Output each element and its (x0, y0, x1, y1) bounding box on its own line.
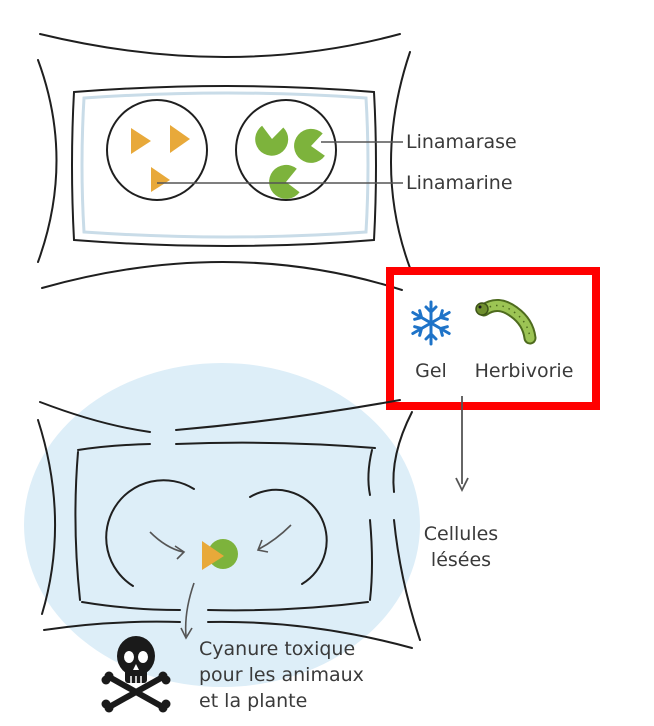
toxic-label-line3: et la plante (199, 690, 307, 712)
toxic-label-line2: pour les animaux (199, 664, 364, 686)
linamarine-label: Linamarine (406, 172, 513, 194)
damaged-cell-wall-top-right (175, 399, 401, 431)
damaged-cell-membrane-right-lower (369, 519, 373, 601)
damaged-cell-membrane-top-left (77, 443, 151, 451)
skull-crossbones-icon (101, 636, 171, 713)
frost-label: Gel (415, 360, 447, 382)
leader-lines (157, 141, 403, 184)
ruptured-compartment-left (105, 479, 195, 587)
intact-cell-wall-left (37, 59, 58, 263)
damaged-cell-membrane-bottom-right (207, 601, 369, 612)
damaged-cell (37, 399, 421, 649)
linamarase-enzyme (255, 125, 289, 156)
damaged-cell-wall-bottom-left (43, 620, 181, 631)
damaged-cell-wall-right-lower (393, 519, 421, 641)
caterpillar-icon (475, 299, 537, 345)
intact-cell-membrane (71, 85, 377, 247)
linamarase-compartment (235, 99, 337, 201)
damaged-cell-membrane-bottom-left (81, 601, 181, 611)
ruptured-compartment-right (249, 488, 328, 585)
toxic-label-line1: Cyanure toxique (199, 638, 355, 660)
damaged-cells-label-line2: lésées (431, 549, 491, 571)
damaged-cell-membrane-right-upper (367, 449, 373, 496)
linamarase-enzyme (294, 128, 325, 163)
cyanide-arrow (180, 582, 195, 640)
intact-cell-wall-right (390, 51, 411, 269)
mixing-arrow-right (258, 524, 292, 550)
enzyme-substrate-complex (202, 539, 238, 570)
intact-cell-wall-top (39, 33, 401, 58)
herbivory-label: Herbivorie (475, 360, 574, 382)
damaged-cells-label-line1: Cellules (424, 523, 498, 545)
damaged-cell-wall-right-upper (392, 411, 413, 493)
linamarase-enzymes (255, 125, 325, 199)
intact-cell-wall-bottom (41, 261, 403, 291)
intact-cell (37, 33, 411, 291)
linamarine-molecule (170, 125, 190, 153)
linamarine-molecules (131, 125, 190, 192)
trigger-arrow (455, 396, 469, 493)
mixing-arrow-left (149, 531, 184, 553)
linamarine-molecule (151, 167, 170, 192)
triggers-highlight-box (386, 267, 600, 410)
damaged-cell-wall-left (37, 419, 57, 615)
damaged-cell-membrane-top-right (175, 441, 376, 449)
linamarine-molecule (202, 541, 224, 570)
mixing-arrows (149, 524, 292, 560)
linamarine-compartment (106, 99, 208, 201)
damaged-cell-wall-top-left (39, 401, 151, 433)
linamarine-molecule (131, 128, 151, 154)
snowflake-icon (411, 300, 451, 346)
linamarase-label: Linamarase (406, 131, 517, 153)
damaged-cell-membrane-left (74, 451, 81, 601)
linamarase-enzyme (269, 164, 300, 199)
vacuole-outline (80, 91, 370, 239)
damaged-cell-wall-bottom-right (207, 620, 413, 649)
linamarase-enzyme (208, 539, 238, 569)
